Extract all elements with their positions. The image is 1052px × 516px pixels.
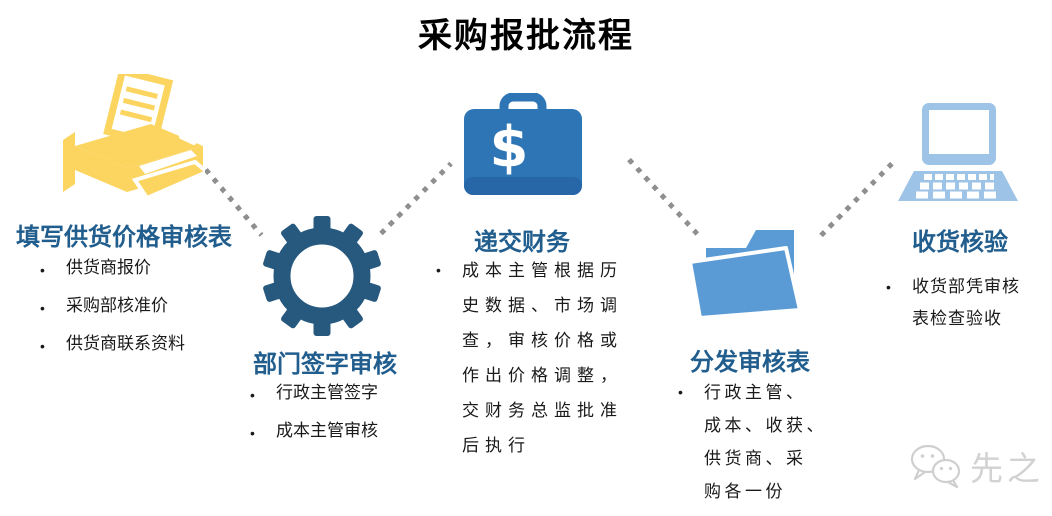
page-title: 采购报批流程 [418,17,634,55]
list-item: • 供货商联系资料 [40,334,185,372]
bullet-text: 成本主管审核 [276,421,378,440]
briefcase-dollar-icon: $ [464,93,582,195]
bullet-marker: • [436,262,441,278]
list-item: • 成本主管审核 [250,421,378,459]
bullet-marker: • [40,300,45,316]
folder-icon [688,230,802,320]
step-2-bullet-list: • 行政主管签字 • 成本主管审核 [250,383,378,459]
bullet-marker: • [40,338,45,354]
bullet-text: 采购部核准价 [66,296,168,315]
bullet-text: 供货商报价 [66,258,151,277]
bullet-marker: • [886,279,891,295]
chat-bubbles-logo-icon [910,444,961,489]
step-5-bullet: • 收货部凭审核 表检查验收 [886,271,1020,335]
bullet-text: 成本主管根据历 史数据、市场调 查，审核价格或 作出价格调整， 交财务总监批准 … [462,261,623,455]
watermark: 先之 [908,442,1044,490]
bullet-marker: • [250,425,255,441]
bullet-text: 供货商联系资料 [66,334,185,353]
step-2-heading: 部门签字审核 [253,351,397,378]
bullet-text: 行政主管、 成本、收获、 供货商、采 购各一份 [704,383,827,501]
step-1-bullet-list: • 供货商报价 • 采购部核准价 • 供货商联系资料 [40,258,185,372]
step-4-heading: 分发审核表 [690,349,810,376]
step-3-bullet: • 成本主管根据历 史数据、市场调 查，审核价格或 作出价格调整， 交财务总监批… [436,253,623,463]
bullet-marker: • [678,384,683,400]
step-4-bullet: • 行政主管、 成本、收获、 供货商、采 购各一份 [678,376,827,508]
step-5-heading: 收货核验 [912,229,1008,256]
bullet-marker: • [250,387,255,403]
dotted-connector-4 [819,159,896,238]
list-item: • 行政主管签字 [250,383,378,421]
svg-text:$: $ [490,115,529,180]
step-3-heading: 递交财务 [474,229,570,256]
step-1-heading: 填写供货价格审核表 [16,224,232,251]
bullet-text: 行政主管签字 [276,383,378,402]
brand-name: 先之 [970,450,1044,487]
dotted-connector-2 [379,161,453,236]
printer-icon [63,74,205,199]
list-item: • 采购部核准价 [40,296,185,334]
laptop-icon [898,103,1018,201]
gear-icon [263,216,381,336]
bullet-marker: • [40,262,45,278]
bullet-text: 收货部凭审核 表检查验收 [912,277,1020,328]
list-item: • 供货商报价 [40,258,185,296]
